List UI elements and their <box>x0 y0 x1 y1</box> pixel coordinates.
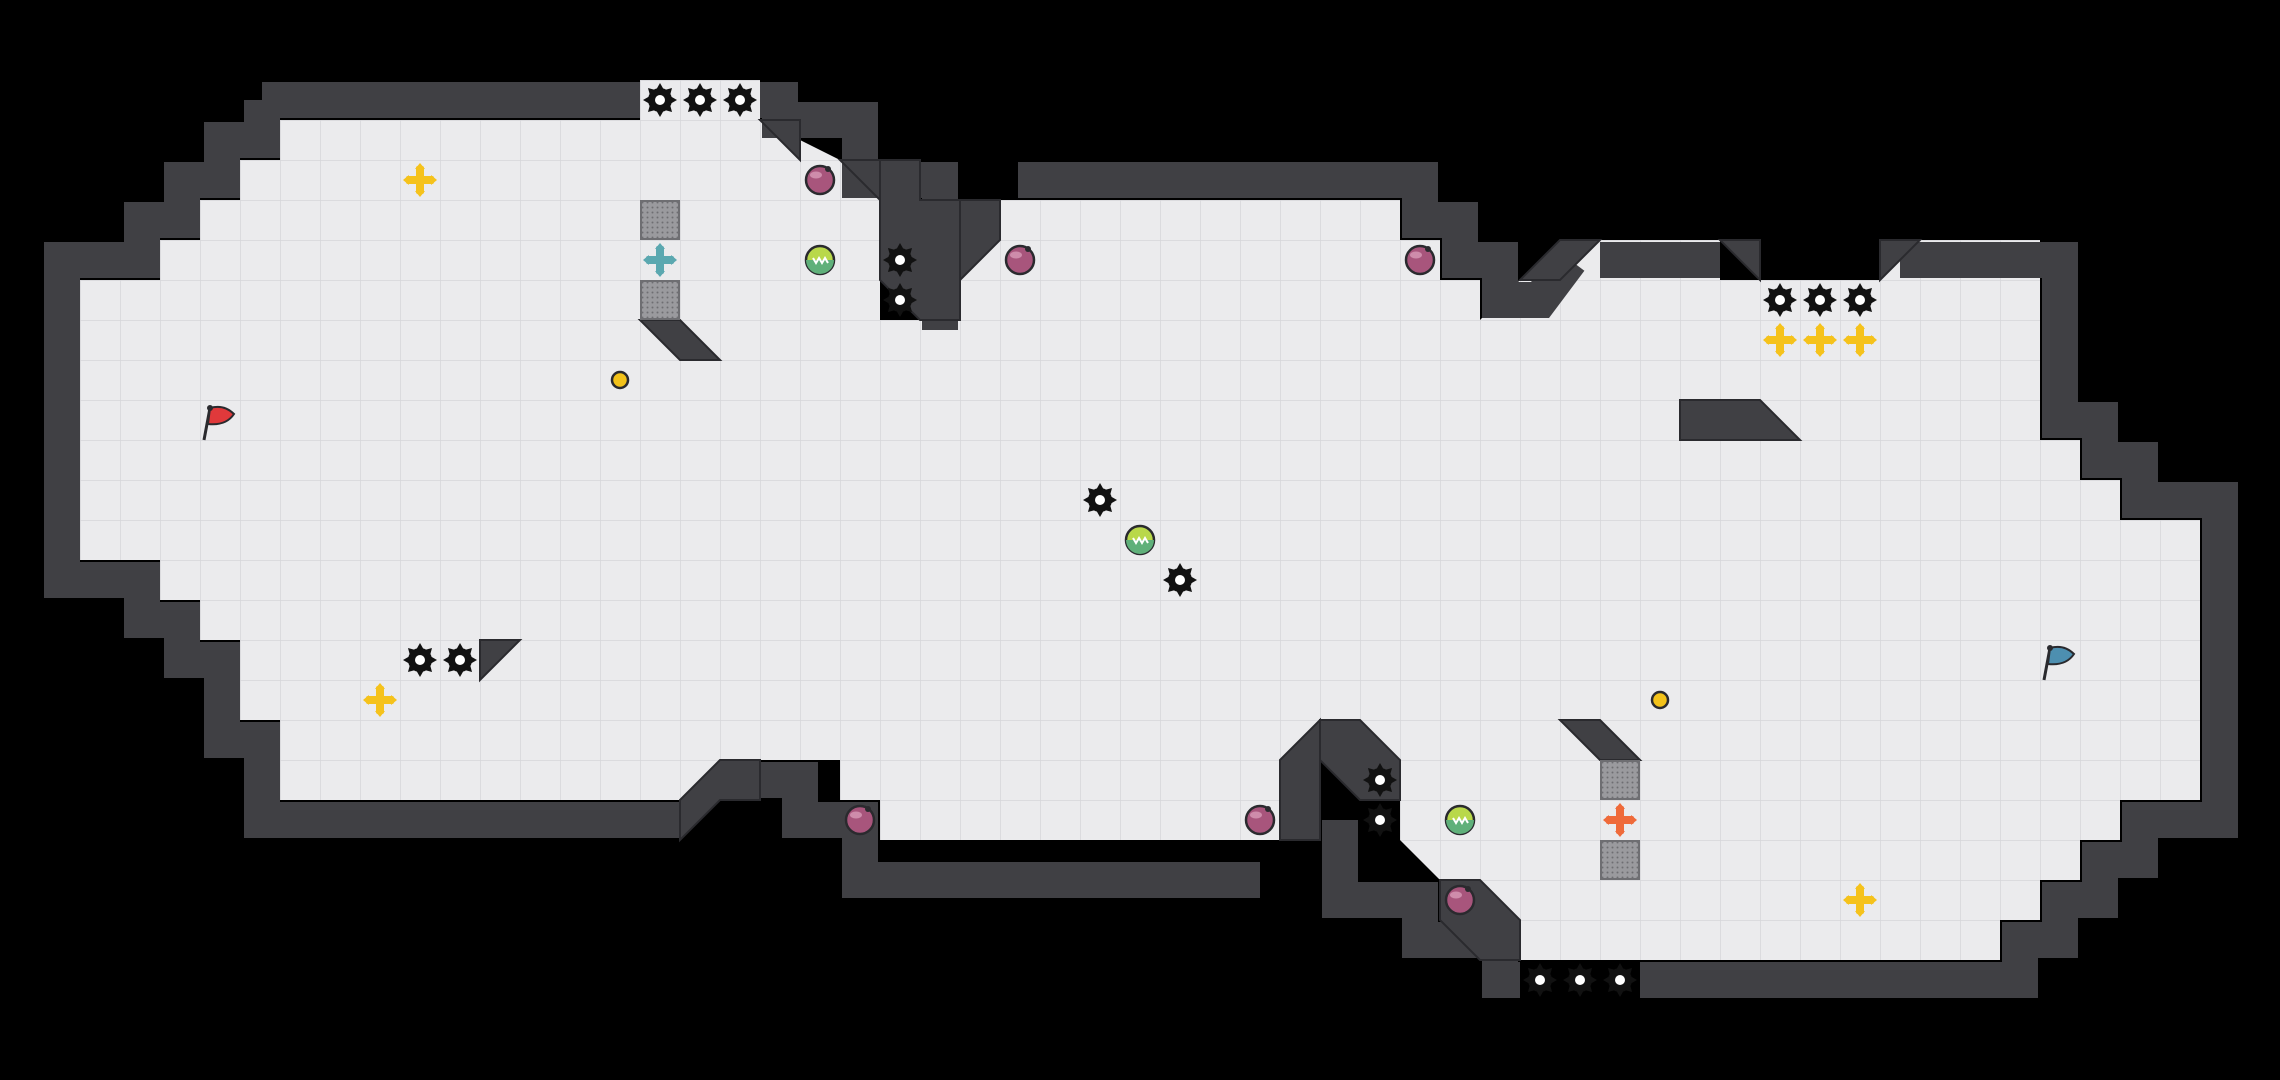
walls <box>44 82 2238 998</box>
grate-blocks <box>640 200 1640 880</box>
goal-flag-icon <box>2042 645 2076 681</box>
floor <box>80 80 2200 960</box>
orange-cross-switch <box>1603 803 1637 837</box>
teal-cross-switch <box>643 243 677 277</box>
start-flag-icon <box>202 405 236 441</box>
